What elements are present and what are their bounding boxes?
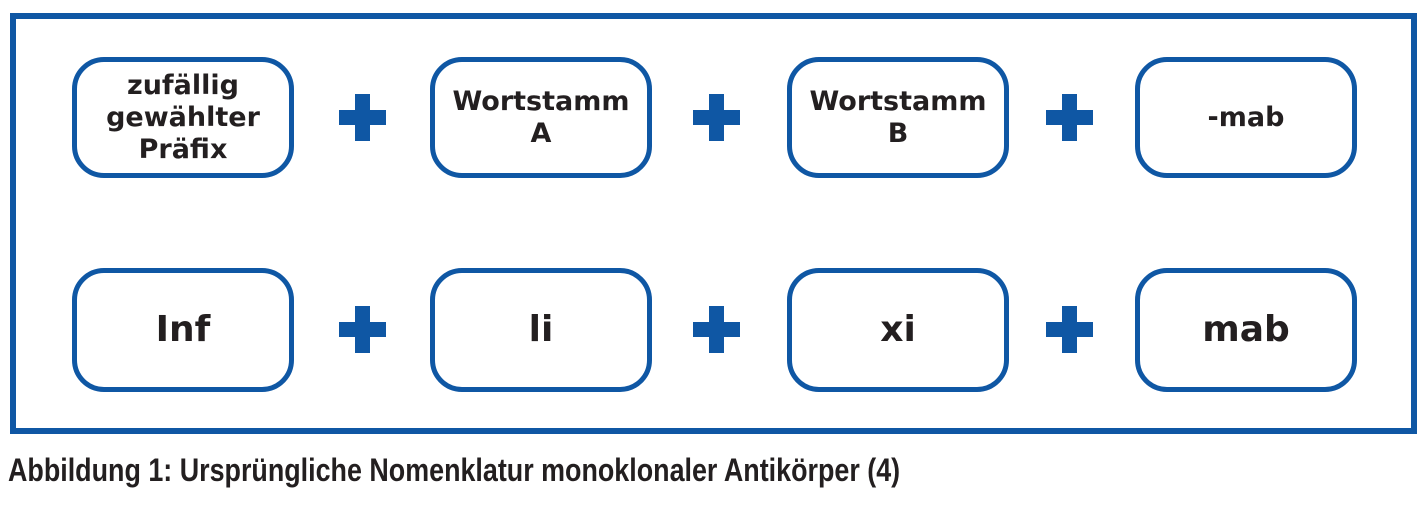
node-label: -mab [1207,101,1285,133]
plus-icon [339,94,386,141]
node-label: Inf [155,309,211,350]
node-random-prefix: zufällig gewählter Präfix [72,57,294,178]
node-example-xi: xi [787,268,1009,392]
plus-icon [1046,94,1093,141]
node-label: xi [880,309,916,350]
node-label: li [528,309,554,350]
node-example-inf: Inf [72,268,294,392]
node-label: mab [1202,309,1290,350]
node-wortstamm-a: Wortstamm A [430,57,652,178]
figure-caption: Abbildung 1: Ursprüngliche Nomenklatur m… [8,452,901,488]
node-mab-suffix: -mab [1135,57,1357,178]
node-example-mab: mab [1135,268,1357,392]
plus-icon [339,306,386,353]
plus-icon [1046,306,1093,353]
node-label: zufällig gewählter Präfix [106,69,260,165]
plus-icon [693,306,740,353]
node-label: Wortstamm A [452,85,630,149]
plus-icon [693,94,740,141]
node-example-li: li [430,268,652,392]
node-label: Wortstamm B [809,85,987,149]
node-wortstamm-b: Wortstamm B [787,57,1009,178]
